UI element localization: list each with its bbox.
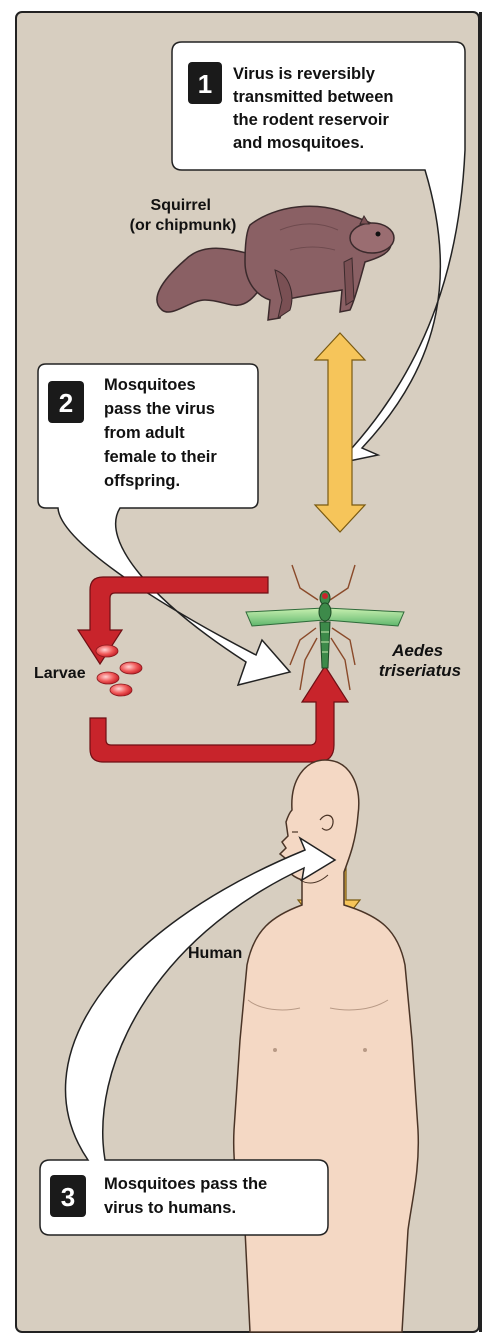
step-3-badge: 3 bbox=[50, 1175, 86, 1217]
svg-text:1: 1 bbox=[198, 69, 212, 99]
svg-text:3: 3 bbox=[61, 1182, 75, 1212]
step-2-badge: 2 bbox=[48, 381, 84, 423]
human-label: Human bbox=[188, 945, 242, 962]
larvae-label: Larvae bbox=[34, 665, 86, 682]
svg-text:2: 2 bbox=[59, 388, 73, 418]
panel-edge bbox=[479, 12, 482, 1332]
step-1-badge: 1 bbox=[188, 62, 222, 104]
